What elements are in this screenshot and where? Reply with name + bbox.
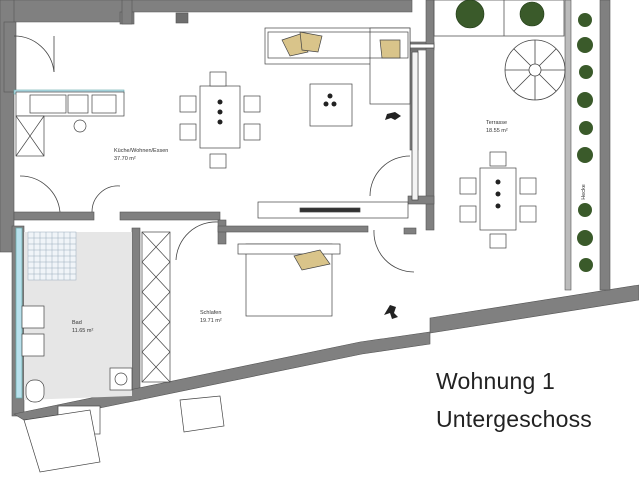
tv-board <box>257 201 409 219</box>
tree-icons <box>455 0 545 29</box>
bed <box>237 243 341 317</box>
coffee-table <box>309 83 353 127</box>
wardrobe <box>141 231 171 383</box>
door-arcs <box>13 35 415 273</box>
room-area-bath: 11.65 m² <box>72 328 93 334</box>
room-label-terrace: Terrasse <box>486 120 507 126</box>
dining-table <box>179 71 261 169</box>
bath-fixtures <box>21 305 133 403</box>
room-label-kitchen: Küche/Wohnen/Essen <box>114 148 168 154</box>
terrace-table <box>459 151 537 249</box>
room-label-bedroom: Schlafen <box>200 310 221 316</box>
hedge-label: Hecke <box>581 184 587 200</box>
hedge-icons <box>577 13 593 272</box>
plant-icons <box>384 112 401 319</box>
sofa <box>264 27 411 105</box>
kitchen-counter <box>15 91 125 157</box>
room-area-kitchen: 37.70 m² <box>114 156 136 162</box>
windows <box>15 43 435 473</box>
shower <box>27 231 77 281</box>
terrace-top-strip <box>433 0 565 37</box>
room-area-terrace: 18.55 m² <box>486 128 508 134</box>
plan-title-line2: Untergeschoss <box>436 406 593 432</box>
room-area-bedroom: 19.71 m² <box>200 318 222 324</box>
plan-title-line1: Wohnung 1 <box>436 368 556 394</box>
spiral-staircase <box>504 39 566 101</box>
room-label-bath: Bad <box>72 320 82 326</box>
walls <box>0 0 639 421</box>
